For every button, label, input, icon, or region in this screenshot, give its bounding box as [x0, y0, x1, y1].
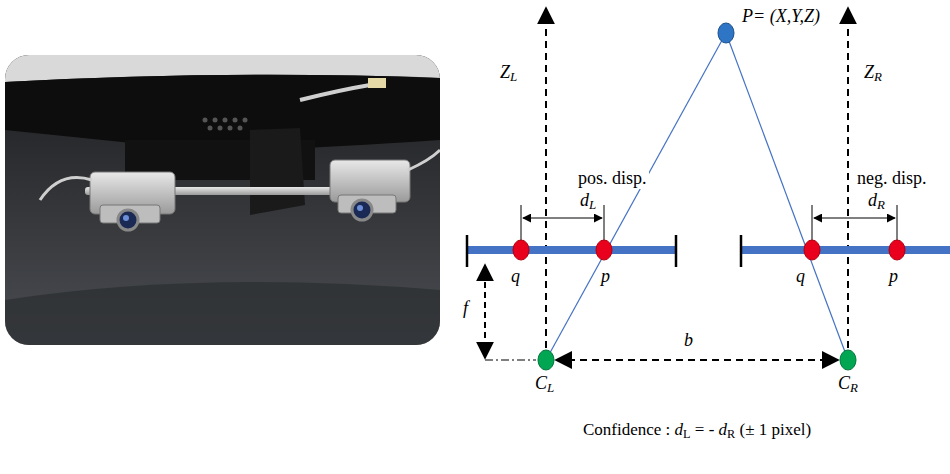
- confidence-note: Confidence : dL = - dR (± 1 pixel): [583, 420, 811, 440]
- camera-center: [840, 350, 856, 370]
- image-point: [596, 240, 612, 260]
- point-label: q: [511, 266, 520, 287]
- disparity-symbol: dL: [580, 190, 596, 211]
- image-point: [889, 240, 905, 260]
- camera-label: CL: [535, 373, 554, 394]
- dimension-line: [523, 218, 602, 219]
- focal-length: [484, 265, 486, 358]
- point-label: p: [601, 266, 610, 287]
- point-label: p: [889, 266, 898, 287]
- point-label: q: [796, 266, 805, 287]
- image-plane: [466, 246, 676, 254]
- disparity-label: neg. disp.: [857, 168, 927, 189]
- image-plane: [740, 246, 950, 254]
- disparity-symbol: dR: [868, 190, 885, 211]
- optical-axis: [545, 8, 547, 360]
- ray: [726, 33, 848, 360]
- axis-label: ZR: [864, 62, 882, 83]
- camera-center: [538, 350, 554, 370]
- image-point: [804, 240, 820, 260]
- focal-length-label: f: [463, 298, 468, 319]
- image-point: [513, 240, 529, 260]
- camera-label: CR: [838, 373, 858, 394]
- optical-axis: [847, 8, 849, 360]
- axis-label: ZL: [500, 62, 517, 83]
- baseline: [556, 359, 838, 361]
- baseline-label: b: [684, 330, 693, 351]
- ray: [546, 33, 726, 360]
- disparity-label: pos. disp.: [576, 168, 649, 189]
- dimension-line: [814, 218, 895, 219]
- point-label: P= (X,Y,Z): [742, 6, 820, 27]
- world-point: [718, 23, 734, 43]
- camera-photo: [5, 55, 440, 345]
